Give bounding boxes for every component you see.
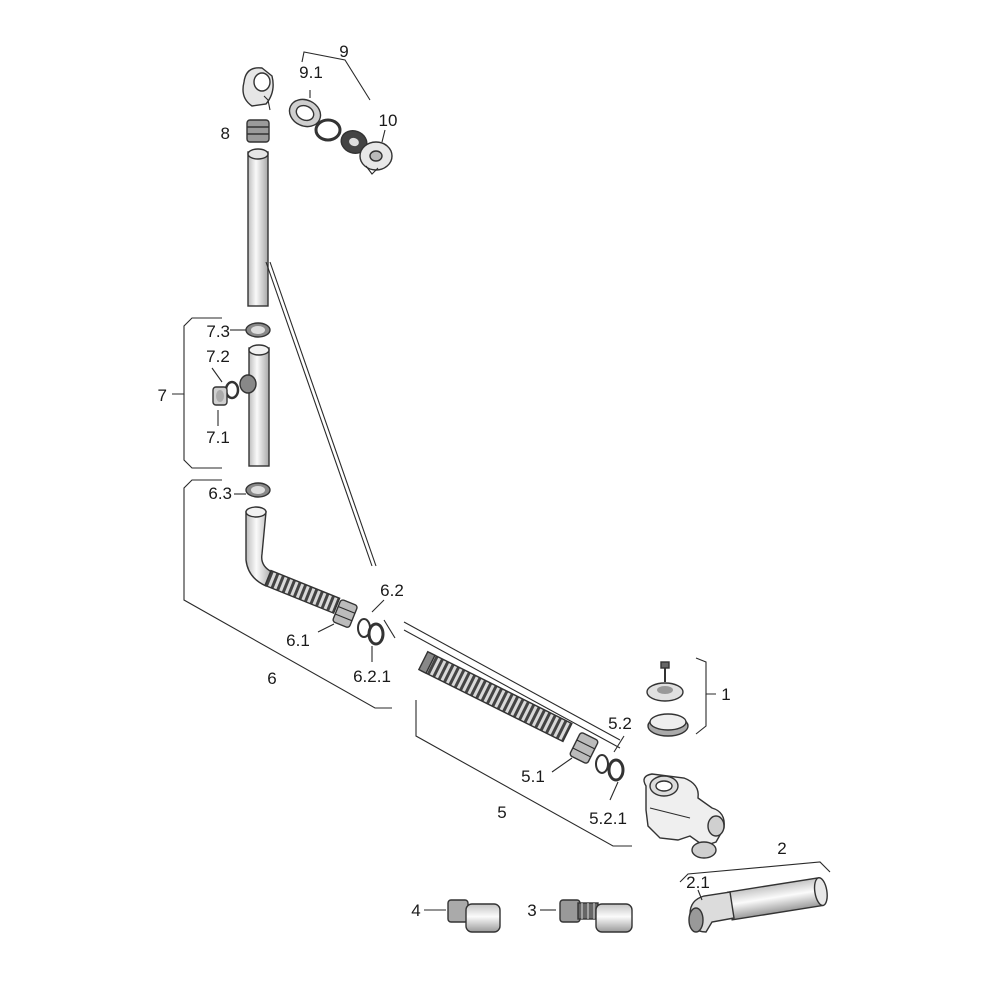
part-5-flexible-hose <box>403 621 632 847</box>
label-2: 2 <box>777 839 786 858</box>
label-6-2: 6.2 <box>380 581 404 600</box>
label-1: 1 <box>721 685 730 704</box>
label-10: 10 <box>379 111 398 130</box>
label-6-1: 6.1 <box>286 631 310 650</box>
label-7-1: 7.1 <box>206 428 230 447</box>
part-4-adapter <box>424 899 501 933</box>
label-7: 7 <box>158 386 167 405</box>
label-6-3: 6.3 <box>208 484 232 503</box>
label-5-2-1: 5.2.1 <box>589 809 627 828</box>
part-8-overflow-pipe <box>242 67 377 567</box>
label-6: 6 <box>267 669 276 688</box>
callout-labels: 9 9.1 10 8 7.3 7.2 7 7.1 6.3 6.2 6.1 6 6… <box>158 42 787 920</box>
label-9: 9 <box>339 42 348 61</box>
part-2-outlet-pipe <box>679 861 831 933</box>
part-6-bend-with-hose <box>183 479 396 709</box>
label-5-1: 5.1 <box>521 767 545 786</box>
part-7-tee-piece <box>172 317 271 469</box>
part-9-overflow-rosette-group <box>288 51 393 175</box>
label-7-2: 7.2 <box>206 347 230 366</box>
label-4: 4 <box>411 901 420 920</box>
label-5: 5 <box>497 803 506 822</box>
label-2-1: 2.1 <box>686 873 710 892</box>
label-3: 3 <box>527 901 536 920</box>
label-7-3: 7.3 <box>206 322 230 341</box>
label-9-1: 9.1 <box>299 63 323 82</box>
label-6-2-1: 6.2.1 <box>353 667 391 686</box>
label-8: 8 <box>221 124 230 143</box>
part-3-adapter <box>540 899 633 933</box>
label-5-2: 5.2 <box>608 714 632 733</box>
part-1-waste-fitting <box>643 657 725 859</box>
